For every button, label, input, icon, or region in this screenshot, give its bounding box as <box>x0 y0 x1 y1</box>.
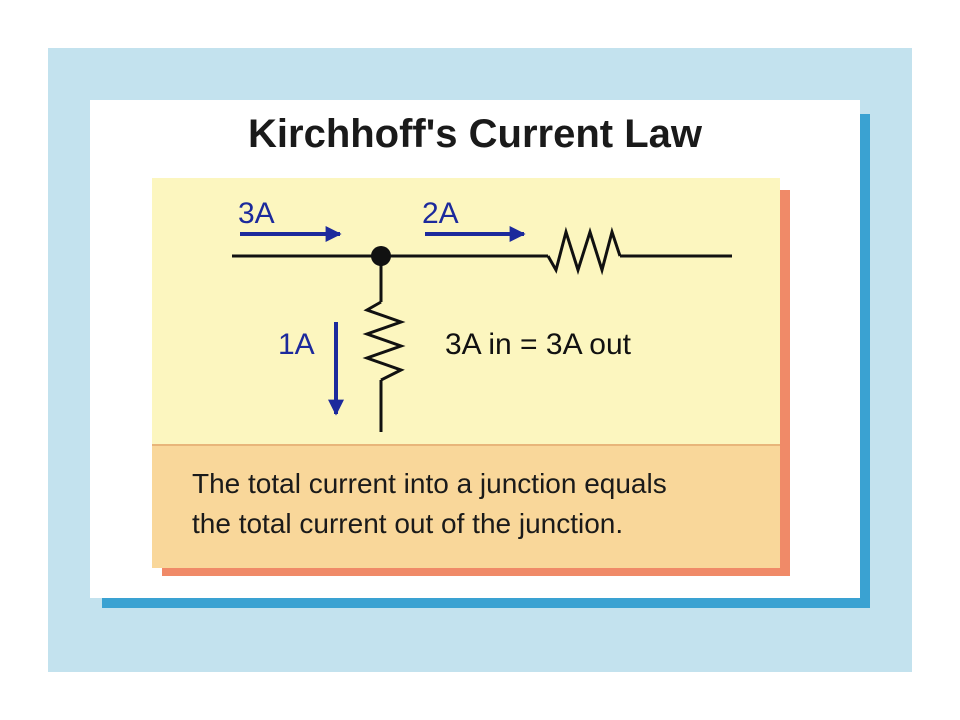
input-current-label: 3A <box>238 197 275 230</box>
junction-node <box>371 246 391 266</box>
branch-resistor <box>362 300 406 382</box>
caption-line-1: The total current into a junction equals <box>192 468 667 499</box>
equation-label: 3A in = 3A out <box>445 328 632 361</box>
down-current-label: 1A <box>278 328 315 361</box>
series-resistor <box>546 226 622 276</box>
diagram-panel <box>152 178 780 444</box>
caption-text: The total current into a junction equals… <box>192 464 772 544</box>
right-current-label: 2A <box>422 197 459 230</box>
slide-title: Kirchhoff's Current Law <box>248 112 702 156</box>
caption-line-2: the total current out of the junction. <box>192 508 624 539</box>
caption-box <box>152 444 780 568</box>
